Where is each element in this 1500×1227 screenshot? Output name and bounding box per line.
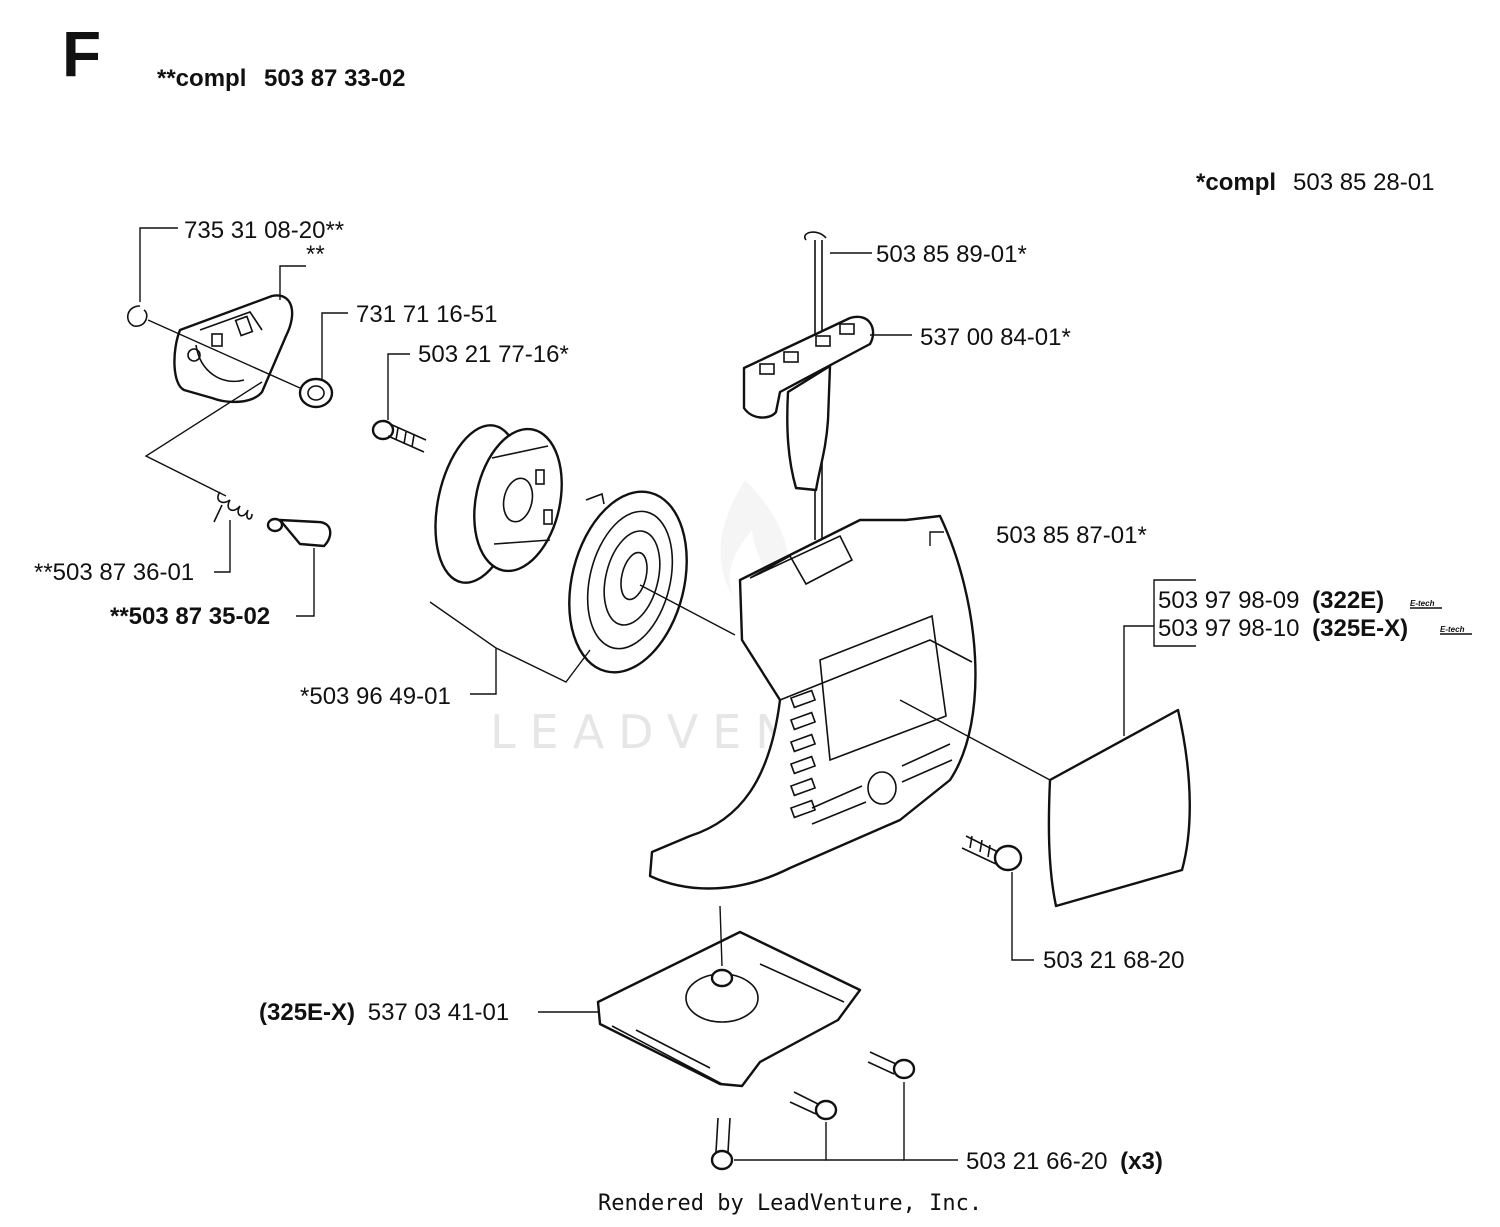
callout-537-03-41-01-number: 537 03 41-01 bbox=[368, 999, 509, 1026]
callout-503-21-77-16: 503 21 77-16* bbox=[418, 341, 569, 368]
pawl-spring bbox=[213, 491, 253, 523]
callout-537-00-84-01: 537 00 84-01* bbox=[920, 324, 1071, 351]
callout-503-85-87-01: 503 85 87-01* bbox=[996, 522, 1147, 549]
recoil-spring bbox=[568, 490, 688, 674]
footer-credit: Rendered by LeadVenture, Inc. bbox=[598, 1191, 982, 1216]
leader-lines bbox=[139, 227, 1196, 1161]
callout-503-21-66-20-qty: (x3) bbox=[1120, 1148, 1163, 1175]
callout-kit-marker: ** bbox=[306, 241, 325, 268]
header-kit-number: 503 87 33-02 bbox=[264, 65, 405, 92]
callout-503-97-98-10-number: 503 97 98-10 bbox=[1158, 615, 1299, 642]
etech-badge-1: E-tech bbox=[1410, 599, 1435, 608]
starter-pulley bbox=[434, 424, 563, 584]
base-screw-3 bbox=[710, 1117, 734, 1171]
section-letter: F bbox=[62, 18, 101, 90]
header-kit-prefix: **compl bbox=[157, 65, 246, 92]
circlip bbox=[127, 305, 148, 327]
callout-503-97-98-10: 503 97 98-10 (325E-X) bbox=[1158, 615, 1408, 642]
callout-503-85-89-01: 503 85 89-01* bbox=[876, 241, 1027, 268]
callout-503-21-68-20: 503 21 68-20 bbox=[1043, 947, 1184, 974]
housing-screw bbox=[961, 835, 1023, 872]
callout-537-03-41-01: (325E-X) 537 03 41-01 bbox=[259, 999, 509, 1026]
side-kit-prefix: *compl bbox=[1196, 169, 1276, 196]
callout-537-03-41-01-model: (325E-X) bbox=[259, 999, 355, 1026]
side-kit-number: 503 85 28-01 bbox=[1293, 169, 1434, 196]
callout-735-31-08-20: 735 31 08-20** bbox=[184, 217, 344, 244]
flange-nut bbox=[298, 377, 334, 409]
callout-503-97-98-09: 503 97 98-09 (322E) bbox=[1158, 587, 1384, 614]
starter-housing bbox=[648, 514, 977, 890]
etech-badge-2: E-tech bbox=[1440, 625, 1465, 634]
starter-handle bbox=[742, 315, 875, 492]
housing-vents bbox=[789, 689, 953, 825]
callout-503-97-98-10-model: (325E-X) bbox=[1312, 615, 1408, 642]
callout-731-71-16-51: 731 71 16-51 bbox=[356, 301, 497, 328]
callout-503-21-66-20: 503 21 66-20 (x3) bbox=[966, 1148, 1163, 1175]
callout-503-97-98-09-model: (322E) bbox=[1312, 587, 1384, 614]
base-screw-2 bbox=[789, 1091, 838, 1121]
base-plate bbox=[596, 930, 862, 1088]
decal bbox=[1047, 708, 1191, 908]
screw bbox=[371, 419, 427, 453]
callout-503-21-66-20-number: 503 21 66-20 bbox=[966, 1148, 1107, 1175]
callout-503-87-35-02: **503 87 35-02 bbox=[110, 603, 270, 630]
pawl-carrier bbox=[173, 294, 294, 404]
callout-503-87-36-01: **503 87 36-01 bbox=[34, 559, 194, 586]
base-screw-1 bbox=[867, 1051, 916, 1080]
callout-503-96-49-01: *503 96 49-01 bbox=[300, 683, 451, 710]
callout-503-97-98-09-number: 503 97 98-09 bbox=[1158, 587, 1299, 614]
pawl bbox=[266, 517, 332, 548]
